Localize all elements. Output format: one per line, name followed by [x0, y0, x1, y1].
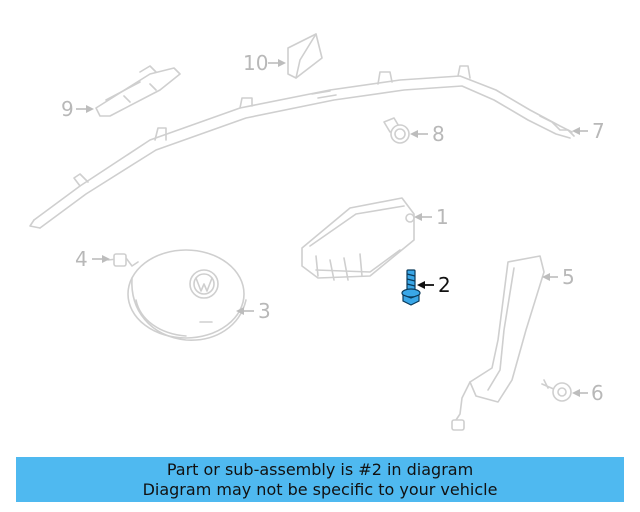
- part-5-side-airbag: [451, 255, 545, 431]
- callout-6-label: 6: [591, 381, 604, 405]
- fitment-banner: Part or sub-assembly is #2 in diagram Di…: [16, 457, 624, 502]
- parts-diagram: 10 9 7 8: [29, 33, 605, 431]
- part-9-bracket: [95, 65, 181, 117]
- callout-3: 3: [236, 299, 271, 323]
- callout-7-label: 7: [592, 119, 605, 143]
- callout-5-label: 5: [562, 265, 575, 289]
- callout-1-label: 1: [436, 205, 449, 229]
- banner-line-2: Diagram may not be specific to your vehi…: [142, 479, 498, 499]
- callout-5: 5: [542, 265, 575, 289]
- callout-8: 8: [410, 122, 445, 146]
- part-1-passenger-airbag: [301, 197, 415, 281]
- banner-line-1: Part or sub-assembly is #2 in diagram: [166, 459, 474, 479]
- callout-7: 7: [572, 119, 605, 143]
- callout-2: 2: [417, 273, 451, 297]
- part-7-curtain-airbag: [29, 65, 575, 229]
- part-4-connector: [107, 253, 139, 267]
- callout-6: 6: [572, 381, 604, 405]
- callout-4-label: 4: [75, 247, 88, 271]
- part-3-driver-airbag: [127, 249, 247, 341]
- callout-2-label: 2: [438, 273, 451, 297]
- part-6-screw: [541, 379, 572, 402]
- callout-10-label: 10: [243, 51, 268, 75]
- part-2-bolt: [401, 269, 421, 306]
- callout-1: 1: [414, 205, 449, 229]
- callout-10: 10: [243, 51, 286, 75]
- callout-9-label: 9: [61, 97, 74, 121]
- part-10-pad: [287, 33, 323, 79]
- part-8-clip: [383, 117, 410, 144]
- callout-4: 4: [75, 247, 110, 271]
- callout-8-label: 8: [432, 122, 445, 146]
- callout-3-label: 3: [258, 299, 271, 323]
- callout-9: 9: [61, 97, 94, 121]
